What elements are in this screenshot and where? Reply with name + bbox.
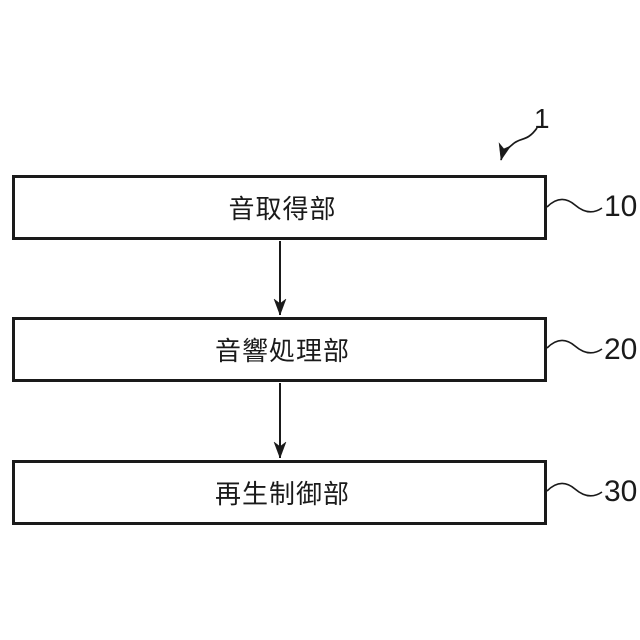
leader-squiggle-10 (546, 198, 603, 213)
block-label-playback-control: 再生制御部 (214, 480, 350, 510)
block-sound-acquisition: 音取得部 (12, 175, 547, 240)
ref-numeral-20: 20 (604, 333, 638, 366)
block-label-acoustic-processing: 音響処理部 (214, 337, 350, 367)
block-label-sound-acquisition: 音取得部 (228, 195, 337, 225)
leader-squiggle-20 (546, 339, 603, 354)
leader-squiggle-30 (546, 482, 603, 497)
figure-pointer-arrow (498, 127, 538, 161)
figure-number: 1 (534, 103, 550, 134)
block-playback-control: 再生制御部 (12, 460, 547, 525)
block-acoustic-processing: 音響処理部 (12, 317, 547, 382)
ref-numeral-30: 30 (604, 475, 638, 508)
ref-numeral-10: 10 (604, 190, 638, 223)
